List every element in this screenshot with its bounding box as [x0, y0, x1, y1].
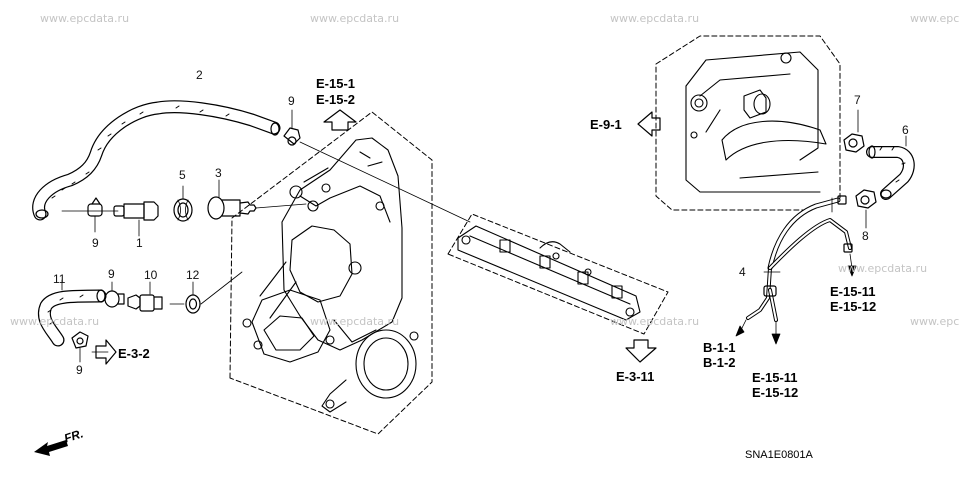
hose-clamp-9d	[71, 331, 109, 363]
part-number-10: 10	[144, 268, 158, 282]
part-number-9: 9	[92, 236, 99, 250]
breather-hose-2	[32, 100, 281, 221]
ref-e15-12[interactable]: E-15-12	[830, 299, 877, 314]
cylinder-head-cover	[685, 51, 827, 193]
part-number-9: 9	[76, 363, 83, 377]
fuel-rail	[457, 225, 641, 321]
watermark: www.epcdata.ru	[310, 315, 400, 328]
hose-clamp-9a	[87, 197, 103, 233]
hose-clamp-9b	[283, 109, 471, 223]
part-number-3: 3	[215, 166, 222, 180]
breather-hose-11	[38, 279, 107, 347]
watermark: www.epcdata.ru	[610, 12, 700, 25]
part-number-12: 12	[186, 268, 200, 282]
watermark: www.epcdata.ru	[838, 262, 928, 275]
watermark: www.epcdata.ru	[310, 12, 400, 25]
breather-pipe-4	[746, 195, 853, 322]
watermark: www.epcdata.ru	[10, 315, 100, 328]
fuel-rail-box	[447, 213, 669, 335]
arrow-down-e3	[625, 339, 657, 363]
watermark: www.epcdata.ru	[40, 12, 130, 25]
arrow-right-e3-2	[95, 339, 117, 365]
ref-e15-2[interactable]: E-15-2	[316, 92, 356, 107]
diagram-code: SNA1E0801A	[745, 449, 813, 461]
pcv-valve-10	[127, 281, 163, 312]
ref-b1-1[interactable]: B-1-1	[703, 340, 736, 355]
part-number-2: 2	[196, 68, 203, 82]
ref-e3-11[interactable]: E-3-11	[616, 369, 655, 384]
part-number-8: 8	[862, 229, 869, 243]
part-number-9: 9	[108, 267, 115, 281]
watermark: www.epcdata.ru	[610, 315, 700, 328]
ref-e15-12[interactable]: E-15-12	[752, 385, 799, 400]
ref-e9-1[interactable]: E-9-1	[590, 117, 622, 132]
grommet-5	[173, 185, 193, 222]
ref-e15-1[interactable]: E-15-1	[316, 76, 356, 91]
arrow-left-e9	[637, 111, 661, 137]
part-number-4: 4	[739, 265, 746, 279]
watermark: www.epc	[910, 12, 960, 25]
part-number-1: 1	[136, 236, 143, 250]
part-number-5: 5	[179, 168, 186, 182]
intake-manifold	[242, 137, 419, 413]
hose-clamp-9c	[104, 281, 125, 308]
ref-e3-2[interactable]: E-3-2	[118, 346, 150, 361]
o-ring-12	[169, 271, 243, 314]
part-number-11: 11	[53, 272, 66, 286]
manifold-box	[229, 111, 433, 435]
part-number-6: 6	[902, 123, 909, 137]
ref-e15-11[interactable]: E-15-11	[752, 370, 798, 385]
pcv-joint-3	[207, 179, 307, 220]
front-direction-arrow	[34, 440, 68, 456]
part-number-9: 9	[288, 94, 295, 108]
pcv-valve-1	[61, 201, 159, 237]
cylinder-head-box	[655, 35, 841, 211]
ref-b1-2[interactable]: B-1-2	[703, 355, 736, 370]
watermark: www.epc	[910, 315, 960, 328]
leader-lines	[735, 253, 857, 345]
ref-e15-11[interactable]: E-15-11	[830, 284, 876, 299]
breather-hose-6	[866, 135, 915, 200]
part-number-7: 7	[854, 93, 861, 107]
hose-clamp-7	[843, 109, 865, 153]
arrow-up-e15	[323, 109, 357, 131]
hose-clamp-8	[855, 189, 877, 229]
